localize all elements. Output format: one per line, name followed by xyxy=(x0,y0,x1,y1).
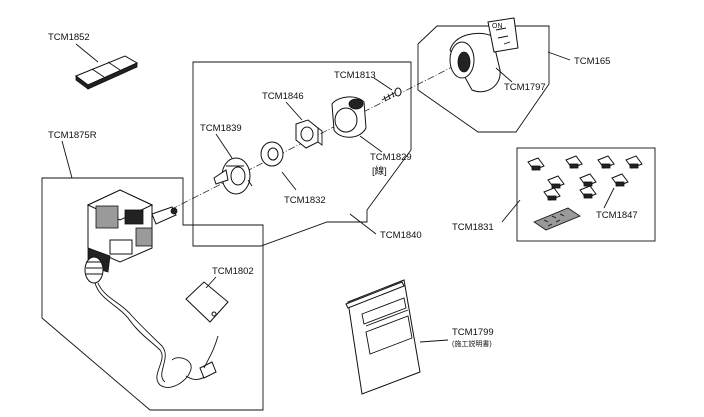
motor-group-outline xyxy=(41,177,264,411)
screw-part xyxy=(381,87,402,102)
manual-booklet-part xyxy=(345,279,421,395)
label-tcm165: TCM165 xyxy=(574,56,610,67)
svg-text:ON: ON xyxy=(492,23,503,30)
label-tcm1840: TCM1840 xyxy=(380,230,422,241)
handle-group-outline xyxy=(417,25,550,133)
leader-tcm1831 xyxy=(501,199,521,223)
label-tcm1852: TCM1852 xyxy=(48,32,90,43)
label-tcm1839: TCM1839 xyxy=(200,123,242,134)
label-tcm1802: TCM1802 xyxy=(212,266,254,277)
label-tcm1829: TCM1829 xyxy=(370,152,412,163)
leader-tcm1832 xyxy=(281,171,297,191)
label-tcm1847: TCM1847 xyxy=(596,210,638,221)
cap-ring-part xyxy=(331,96,367,138)
hex-nut-part xyxy=(295,119,323,149)
leader-tcm1799 xyxy=(419,339,449,343)
label-tcm1832: TCM1832 xyxy=(284,195,326,206)
leader-tcm1875r xyxy=(61,140,73,179)
adapter-plate-part xyxy=(213,157,253,195)
bracket-group-outline xyxy=(192,61,412,247)
clips-group-outline xyxy=(516,147,656,242)
leader-tcm1802 xyxy=(205,276,217,289)
tag-card-part xyxy=(185,281,229,323)
label-strip-part xyxy=(74,55,139,90)
label-tcm1799-note: (施工説明書) xyxy=(452,339,492,348)
leader-tcm1852 xyxy=(75,43,99,63)
clips-part xyxy=(527,155,643,231)
label-tcm1813: TCM1813 xyxy=(334,70,376,81)
leader-tcm1839 xyxy=(215,133,233,159)
label-tcm1797: TCM1797 xyxy=(504,82,546,93)
washer-part xyxy=(260,141,284,167)
label-tcm1846: TCM1846 xyxy=(262,91,304,102)
label-tcm1799: TCM1799 xyxy=(452,327,494,338)
leader-tcm1847 xyxy=(603,187,615,209)
leader-tcm1846 xyxy=(285,101,303,121)
leader-tcm1840 xyxy=(349,213,377,235)
label-tcm1875r: TCM1875R xyxy=(48,130,97,141)
leader-tcm165 xyxy=(547,51,571,61)
label-tcm1831: TCM1831 xyxy=(452,222,494,233)
leader-tcm1813 xyxy=(373,77,393,91)
handle-knob-part: ON xyxy=(449,17,519,93)
motor-unit-part xyxy=(84,189,219,388)
label-tcm1829-note: [線] xyxy=(372,165,387,177)
leader-tcm1797 xyxy=(495,67,513,83)
leader-tcm1829 xyxy=(359,135,383,153)
